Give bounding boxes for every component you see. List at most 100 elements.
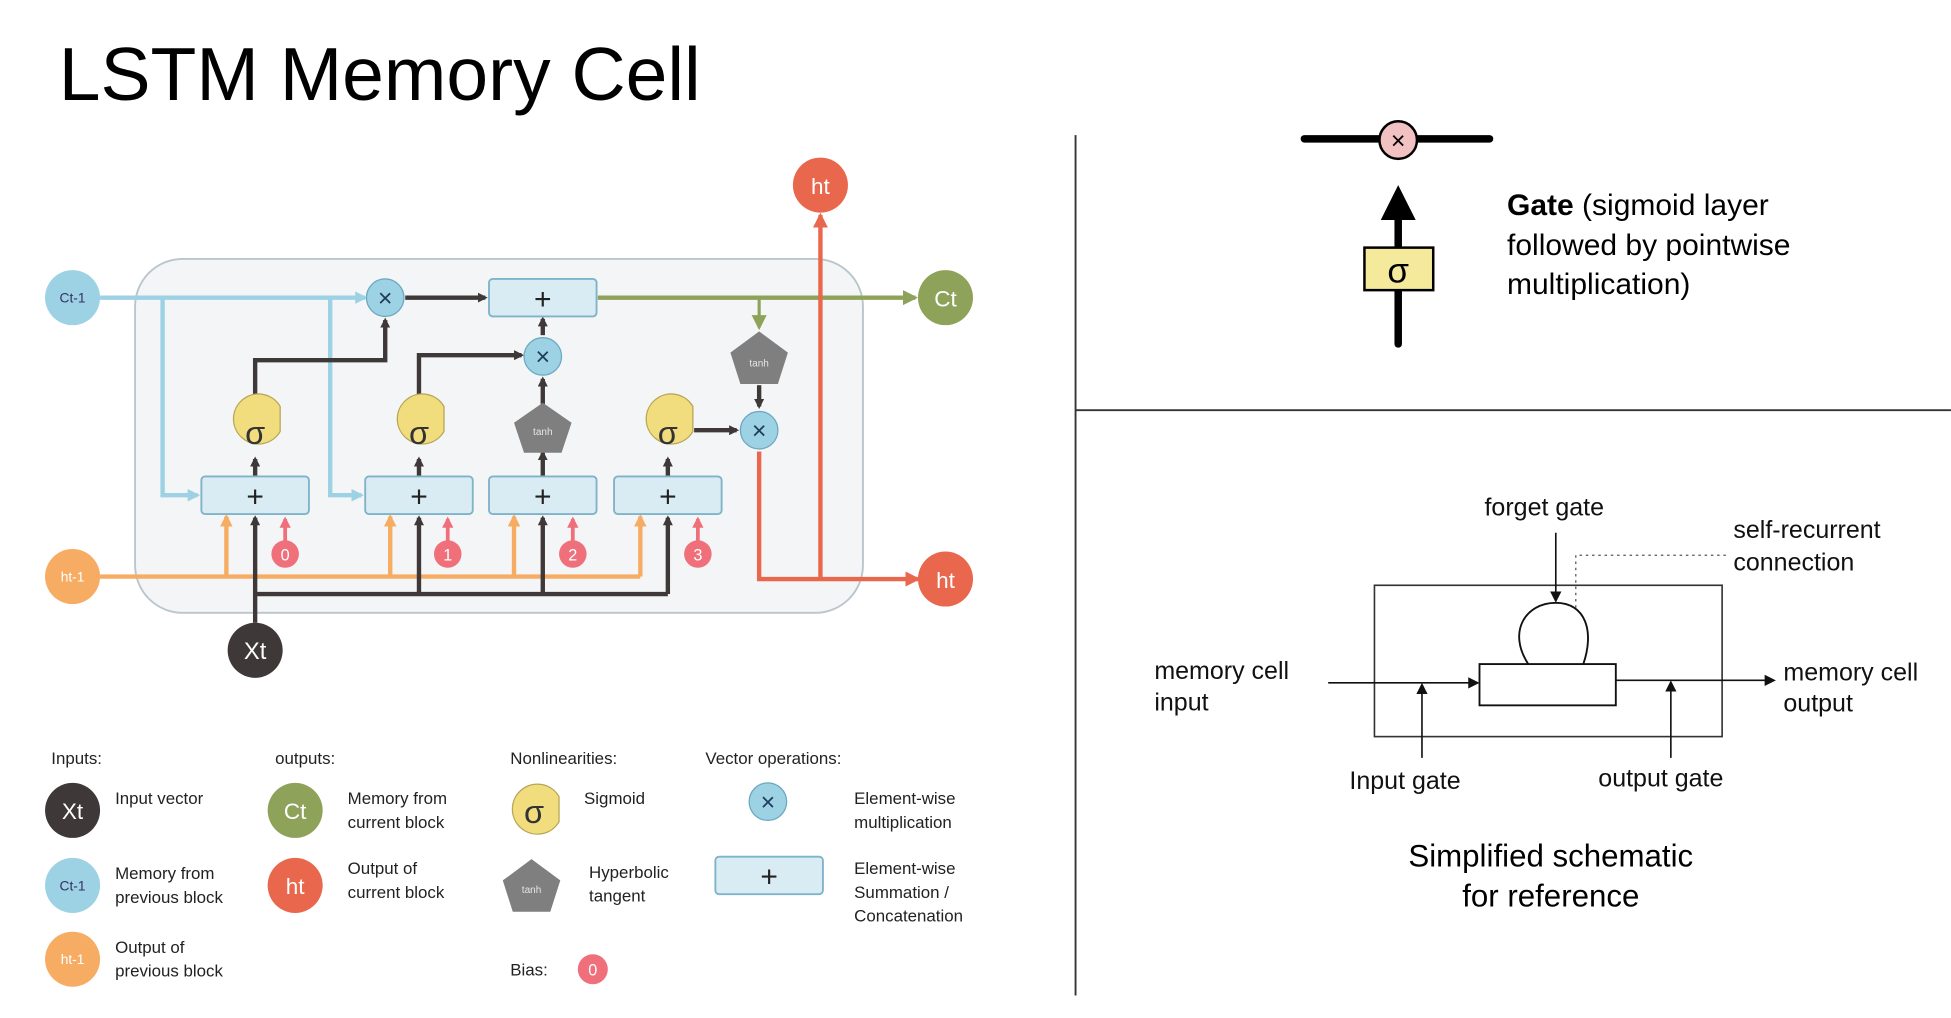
legend-vecops-header: Vector operations: (705, 749, 841, 768)
legend-tanh-text-2: tangent (589, 887, 646, 906)
sum-box-output-label: + (659, 480, 677, 513)
legend: Inputs: outputs: Nonlinearities: Vector … (45, 749, 963, 987)
schematic-forget-gate-label: forget gate (1485, 493, 1605, 521)
sum-box-output (613, 475, 723, 515)
bias-node-2-label: 2 (568, 546, 577, 564)
legend-output-curr-icon-label: ht (286, 874, 306, 899)
input-flow-lines (250, 292, 765, 623)
schematic-caption-line-1: Simplified schematic (1408, 839, 1693, 874)
gate-description-line-1: Gate (sigmoid layer (1507, 189, 1769, 222)
sum-box-input (364, 475, 474, 515)
gate-description-bold: Gate (1507, 189, 1574, 222)
schematic-input-label-1: memory cell (1154, 657, 1289, 685)
tanh-node-candidate (514, 402, 572, 453)
legend-input-vector-text: Input vector (115, 789, 204, 808)
simplified-schematic: forget gate self-recurrent connection me… (1154, 493, 1918, 795)
legend-bias-label: Bias: (510, 960, 548, 979)
legend-memory-prev-text-2: previous block (115, 888, 223, 907)
hidden-prev-node-label: ht-1 (61, 570, 85, 585)
bias-node-1 (433, 540, 462, 568)
multiply-node-forget-label: × (378, 284, 393, 312)
bias-node-0 (271, 540, 299, 568)
legend-memory-curr-icon-label: Ct (284, 799, 307, 824)
gate-description-rest: (sigmoid layer (1574, 189, 1769, 222)
bias-arrows (279, 516, 704, 542)
legend-input-vector-icon (45, 782, 101, 838)
hidden-out-node-label: ht (936, 568, 956, 593)
multiply-node-output-label: × (752, 417, 767, 445)
legend-tanh-icon-label: tanh (522, 885, 541, 896)
schematic-self-recurrent-label-1: self-recurrent (1733, 516, 1880, 544)
sigmoid-node-forget-label: σ (245, 415, 265, 451)
schematic-input-gate-label: Input gate (1349, 767, 1460, 795)
gate-sigma-label: σ (1387, 252, 1409, 291)
schematic-input-label-2: input (1154, 688, 1208, 716)
legend-output-prev-icon (45, 931, 101, 987)
legend-output-curr-text-1: Output of (348, 859, 418, 878)
sigmoid-node-output (645, 393, 694, 445)
bias-node-1-label: 1 (443, 546, 452, 564)
legend-memory-curr-text-2: current block (348, 813, 445, 832)
hidden-out-top-node-label: ht (811, 174, 831, 199)
legend-nonlin-header: Nonlinearities: (510, 749, 617, 768)
legend-sigmoid-icon (511, 783, 560, 835)
sigmoid-node-forget (232, 393, 281, 445)
legend-multiply-text-2: multiplication (854, 813, 952, 832)
memory-prev-node (45, 270, 101, 326)
bias-nodes: 0 1 2 3 (271, 540, 712, 568)
schematic-output-label-2: output (1783, 690, 1853, 718)
legend-input-vector-icon-label: Xt (62, 799, 84, 824)
gate-description-line-3: multiplication) (1507, 268, 1690, 301)
gate-multiply-label: × (1391, 127, 1406, 155)
schematic-outer-box (1373, 584, 1723, 738)
legend-sum-text-1: Element-wise (854, 859, 955, 878)
legend-sum-text-2: Summation / (854, 883, 949, 902)
legend-memory-prev-text-1: Memory from (115, 864, 214, 883)
hidden-prev-flow-lines (100, 514, 647, 579)
multiply-node-input-label: × (535, 343, 550, 371)
page-title: LSTM Memory Cell (59, 32, 701, 116)
tanh-node-candidate-label: tanh (533, 427, 552, 438)
bias-node-2 (559, 540, 587, 568)
legend-sum-text-3: Concatenation (854, 907, 963, 926)
multiply-node-input (523, 337, 563, 376)
memory-out-node-label: Ct (934, 286, 957, 311)
legend-sigmoid-icon-label: σ (524, 794, 544, 830)
sum-box-memory-label: + (534, 283, 552, 316)
input-node-label: Xt (244, 638, 267, 665)
multiply-nodes: × × × (365, 278, 779, 450)
legend-multiply-icon-label: × (761, 788, 776, 816)
schematic-self-loop (1518, 601, 1589, 665)
cell-block (134, 257, 864, 614)
gate-sigma-box (1363, 246, 1435, 292)
schematic-output-gate-label: output gate (1598, 765, 1723, 793)
hidden-out-lines (756, 212, 921, 587)
memory-flow-lines (100, 291, 368, 502)
lstm-diagram: + + + + + σ σ σ tanh tanh (45, 157, 973, 678)
terminal-nodes: Ct-1 ht-1 Xt Ct ht ht (45, 157, 973, 678)
multiply-node-forget (365, 278, 405, 318)
sigmoid-nodes: σ σ σ (232, 393, 694, 451)
gate-description-line-2: followed by pointwise (1507, 229, 1791, 262)
legend-sum-icon-label: + (760, 861, 778, 894)
schematic-cell-box (1478, 663, 1617, 707)
memory-prev-node-label: Ct-1 (60, 291, 86, 306)
sum-box-candidate (488, 475, 598, 515)
legend-memory-prev-icon (45, 857, 101, 913)
legend-inputs-header: Inputs: (51, 749, 102, 768)
gate-illustration: σ × (1300, 120, 1494, 348)
sum-box-forget-label: + (246, 480, 264, 513)
legend-output-curr-icon (267, 857, 323, 913)
legend-multiply-icon (748, 782, 788, 822)
summation-nodes: + + + + + (200, 277, 723, 515)
tanh-nodes: tanh tanh (514, 331, 788, 453)
legend-output-curr-text-2: current block (348, 883, 445, 902)
bias-node-3 (684, 540, 712, 568)
legend-output-prev-icon-label: ht-1 (61, 952, 85, 967)
legend-outputs-header: outputs: (275, 749, 335, 768)
bias-node-3-label: 3 (693, 546, 702, 564)
hidden-prev-node (45, 549, 101, 605)
memory-out-node (917, 270, 973, 326)
schematic-self-recurrent-label-2: connection (1733, 548, 1854, 576)
multiply-node-output (739, 410, 779, 450)
